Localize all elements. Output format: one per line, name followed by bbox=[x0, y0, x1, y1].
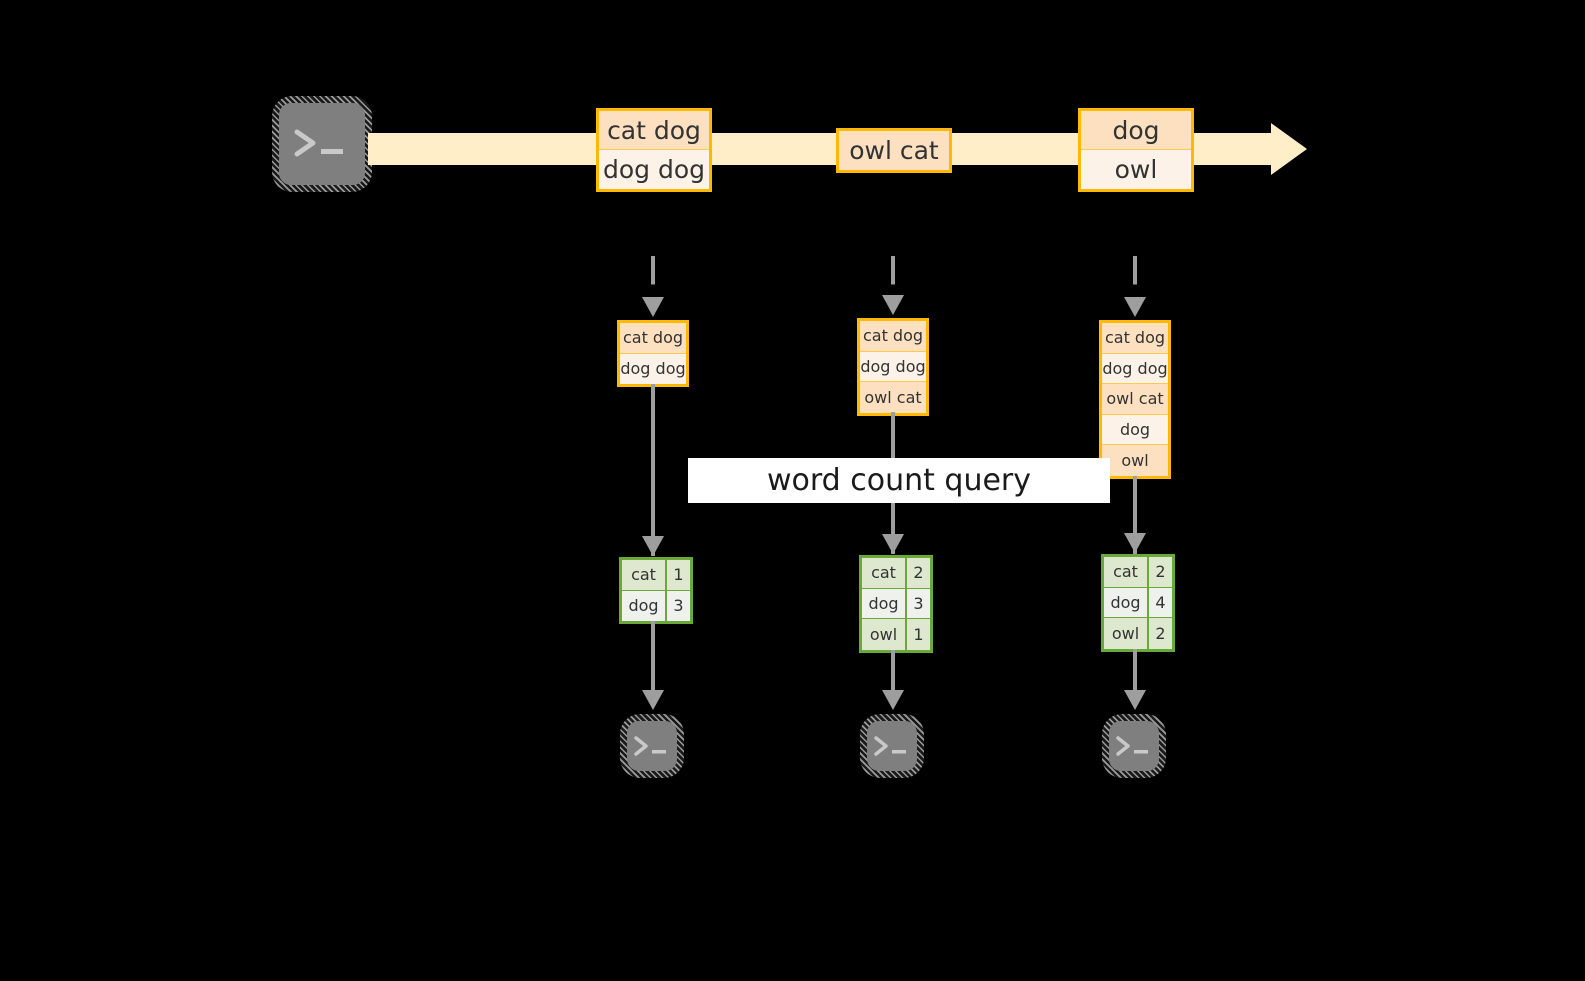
result-word: owl bbox=[862, 619, 907, 650]
trigger-1-dashed-connector bbox=[651, 256, 655, 302]
result-row: dog 4 bbox=[1104, 587, 1172, 618]
input-row: owl bbox=[1102, 445, 1168, 476]
terminal-prompt-glyph bbox=[279, 103, 365, 185]
input-row: cat dog bbox=[1102, 323, 1168, 354]
trigger-3-query-connector bbox=[1133, 476, 1137, 554]
result-count: 1 bbox=[667, 560, 690, 590]
terminal-body bbox=[867, 721, 917, 771]
result-row: cat 2 bbox=[862, 558, 930, 589]
trigger-1-query-connector bbox=[651, 384, 655, 556]
result-count: 2 bbox=[907, 558, 930, 588]
trigger-3-result-table: cat 2 dog 4 owl 2 bbox=[1101, 554, 1175, 652]
result-row: cat 1 bbox=[622, 560, 690, 591]
input-row: owl cat bbox=[1102, 384, 1168, 415]
result-count: 2 bbox=[1149, 557, 1172, 587]
result-row: dog 3 bbox=[622, 590, 690, 621]
trigger-3-result-arrowhead-icon bbox=[1124, 533, 1146, 553]
trigger-2-result-table: cat 2 dog 3 owl 1 bbox=[859, 555, 933, 653]
trigger-2-input-table: cat dog dog dog owl cat bbox=[857, 318, 929, 416]
result-row: dog 3 bbox=[862, 588, 930, 619]
stream-band-segment-1 bbox=[368, 133, 600, 165]
result-count: 4 bbox=[1149, 587, 1172, 617]
trigger-2-sink-connector bbox=[891, 650, 895, 693]
stream-record: owl cat bbox=[839, 131, 949, 170]
trigger-2-result-arrowhead-icon bbox=[882, 534, 904, 554]
trigger-2-dashed-connector bbox=[891, 256, 895, 302]
trigger-3-sink-arrowhead-icon bbox=[1124, 690, 1146, 710]
trigger-1-sink-connector bbox=[651, 621, 655, 693]
result-count: 2 bbox=[1149, 618, 1172, 649]
stream-batch-3-box: dog owl bbox=[1078, 108, 1194, 192]
trigger-1-input-arrowhead-icon bbox=[642, 297, 664, 317]
trigger-3-input-table: cat dog dog dog owl cat dog owl bbox=[1099, 320, 1171, 479]
terminal-body bbox=[279, 103, 365, 185]
input-row: cat dog bbox=[860, 321, 926, 352]
trigger-2-input-arrowhead-icon bbox=[882, 295, 904, 315]
terminal-prompt-glyph bbox=[867, 721, 917, 771]
result-word: cat bbox=[1104, 557, 1149, 587]
trigger-3-sink-terminal-icon bbox=[1102, 714, 1166, 778]
result-word: cat bbox=[622, 560, 667, 590]
stream-record: dog bbox=[1081, 111, 1191, 150]
result-row: owl 1 bbox=[862, 619, 930, 650]
input-row: dog dog bbox=[620, 353, 686, 384]
stream-arrowhead-icon bbox=[1271, 123, 1307, 175]
input-row: dog dog bbox=[1102, 353, 1168, 384]
result-count: 3 bbox=[907, 588, 930, 618]
result-row: owl 2 bbox=[1104, 618, 1172, 649]
input-row: owl cat bbox=[860, 382, 926, 413]
result-word: cat bbox=[862, 558, 907, 588]
result-word: owl bbox=[1104, 618, 1149, 649]
trigger-1-input-table: cat dog dog dog bbox=[617, 320, 689, 387]
stream-record: dog dog bbox=[599, 150, 709, 189]
trigger-1-sink-arrowhead-icon bbox=[642, 690, 664, 710]
stream-batch-1-box: cat dog dog dog bbox=[596, 108, 712, 192]
trigger-3-input-arrowhead-icon bbox=[1124, 297, 1146, 317]
terminal-body bbox=[1109, 721, 1159, 771]
terminal-body bbox=[627, 721, 677, 771]
stream-band-segment-4 bbox=[1190, 133, 1275, 165]
trigger-3-dashed-connector bbox=[1133, 256, 1137, 302]
result-count: 3 bbox=[667, 590, 690, 621]
input-row: dog bbox=[1102, 414, 1168, 445]
trigger-2-sink-terminal-icon bbox=[860, 714, 924, 778]
result-word: dog bbox=[1104, 587, 1149, 617]
result-row: cat 2 bbox=[1104, 557, 1172, 588]
terminal-prompt-glyph bbox=[1109, 721, 1159, 771]
result-count: 1 bbox=[907, 619, 930, 650]
result-word: dog bbox=[622, 590, 667, 621]
stream-record: owl bbox=[1081, 150, 1191, 189]
input-row: dog dog bbox=[860, 351, 926, 382]
trigger-1-result-table: cat 1 dog 3 bbox=[619, 557, 693, 624]
source-terminal-icon bbox=[272, 96, 372, 192]
trigger-2-sink-arrowhead-icon bbox=[882, 690, 904, 710]
query-label: word count query bbox=[688, 458, 1110, 503]
trigger-3-sink-connector bbox=[1133, 649, 1137, 693]
terminal-prompt-glyph bbox=[627, 721, 677, 771]
stream-batch-2-box: owl cat bbox=[836, 128, 952, 173]
trigger-1-result-arrowhead-icon bbox=[642, 536, 664, 556]
stream-band-segment-3 bbox=[949, 133, 1082, 165]
stream-band-segment-2 bbox=[708, 133, 840, 165]
result-word: dog bbox=[862, 588, 907, 618]
input-row: cat dog bbox=[620, 323, 686, 354]
trigger-1-sink-terminal-icon bbox=[620, 714, 684, 778]
stream-record: cat dog bbox=[599, 111, 709, 150]
